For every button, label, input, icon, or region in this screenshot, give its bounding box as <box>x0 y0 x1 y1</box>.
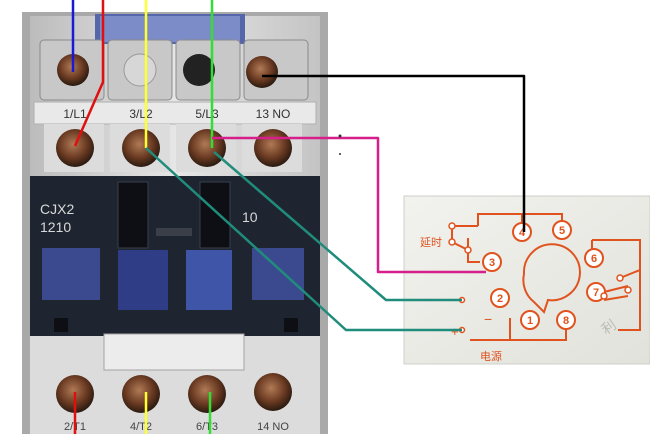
screw-icon <box>183 54 215 86</box>
terminal-label-6t3: 6/T3 <box>196 421 218 433</box>
actuator-slot <box>156 228 192 236</box>
wire-teal-2 <box>145 147 462 332</box>
terminal-label-4t2: 4/T2 <box>130 421 152 433</box>
screw-icon <box>246 56 278 88</box>
pin-6-label: 6 <box>591 253 597 265</box>
dot-marker <box>338 134 342 138</box>
terminal-label-13no: 13 NO <box>256 107 291 121</box>
screw-icon <box>123 53 157 87</box>
pin-1-icon <box>520 310 540 330</box>
terminal-label-3l2: 3/L2 <box>129 107 153 121</box>
relay-key-outline <box>522 243 581 314</box>
model-line-2: 1210 <box>40 219 71 235</box>
wire-black <box>262 74 526 232</box>
wire-red-top <box>73 0 105 147</box>
contact-code: 10 <box>242 209 258 225</box>
screw-icon <box>188 129 226 167</box>
pin-3-label: 3 <box>489 257 495 269</box>
actuator-right <box>199 181 231 249</box>
screw-icon <box>56 129 94 167</box>
terminal-label-5l3: 5/L3 <box>195 107 219 121</box>
screw-icon <box>254 373 292 411</box>
top-cover-highlight <box>100 16 240 42</box>
sign-minus-symbol: − <box>484 311 492 327</box>
screw-icon <box>122 375 160 413</box>
pin-5-icon <box>552 220 572 240</box>
terminal-label-14no: 14 NO <box>257 421 289 433</box>
time-relay-base: 1 2 3 4 5 6 7 8 延时 电源 − <box>403 195 650 365</box>
pin-1-label: 1 <box>527 315 533 327</box>
top-main-screws <box>44 124 302 172</box>
pin-5-label: 5 <box>559 225 565 237</box>
pin-2-label: 2 <box>497 293 503 305</box>
mount-hole-left <box>54 318 68 332</box>
pin-6-icon <box>584 248 604 268</box>
label-delay: 延时 <box>420 236 442 249</box>
screw-icon <box>254 129 292 167</box>
label-power: 电源 <box>480 349 502 363</box>
pin-8-label: 8 <box>563 315 569 327</box>
top-label-strip <box>33 101 317 125</box>
pin-4-icon <box>512 222 532 242</box>
wire-teal-1 <box>213 151 462 302</box>
screw-icon <box>188 375 226 413</box>
relay-contacts <box>448 222 632 300</box>
terminal-label-1l1: 1/L1 <box>63 107 87 121</box>
relay-pins: 1 2 3 4 5 6 7 8 <box>482 220 606 330</box>
relay-panel <box>403 195 650 365</box>
relay-circuit <box>451 213 641 341</box>
actuator-left <box>117 181 149 249</box>
dot-marker <box>339 153 341 155</box>
bottom-label-block <box>103 333 245 371</box>
screw-icon <box>122 129 160 167</box>
pin-3-icon <box>482 252 502 272</box>
sign-plus-symbol: + <box>451 324 459 339</box>
mount-hole-right <box>284 318 298 332</box>
model-line-1: CJX2 <box>40 201 74 217</box>
wires <box>71 0 526 434</box>
pin-4-label: 4 <box>519 227 526 239</box>
contactor: 1/L1 3/L2 5/L3 13 NO CJX2 1210 10 <box>22 12 328 434</box>
pin-8-icon <box>556 310 576 330</box>
pin-2-icon <box>490 288 510 308</box>
blue-buttons <box>42 248 304 310</box>
pin-7-label: 7 <box>593 287 599 299</box>
wire-magenta <box>212 136 486 274</box>
